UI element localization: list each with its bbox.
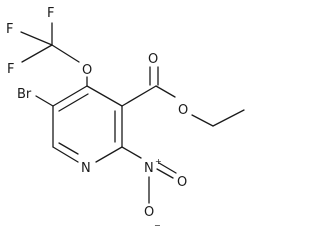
bond-cf3-f3 xyxy=(21,44,53,63)
bond-n-nitro-o1 xyxy=(158,162,177,174)
bond-c4-c5 xyxy=(52,85,88,107)
atom-o-ester: O xyxy=(178,103,188,118)
molecule-structure-diagram: F F F O Br O O N N + O O − xyxy=(6,6,245,230)
bond-c4-c5-inner xyxy=(58,93,89,112)
atom-n-ring: N xyxy=(81,161,91,176)
bond-c5-br xyxy=(35,95,54,107)
atom-o-nitro2: O xyxy=(144,205,154,220)
charge-n-nitro: + xyxy=(155,157,162,166)
atom-o-carbonyl: O xyxy=(148,52,158,67)
bond-o-ester-ch2 xyxy=(191,114,214,127)
bond-c2-n-nitro xyxy=(121,146,142,159)
charge-o-nitro2: − xyxy=(154,221,161,230)
bond-c3-cester xyxy=(121,85,157,107)
bond-c6-n1 xyxy=(52,146,79,163)
substituents xyxy=(20,22,245,204)
bond-c6-n1-inner xyxy=(58,142,79,155)
bond-ch2-ch3 xyxy=(212,109,245,127)
atom-n-nitro: N xyxy=(144,161,154,176)
bond-n1-c2 xyxy=(95,146,123,163)
bond-o-ether-cf3 xyxy=(51,44,80,63)
atom-o-nitro1: O xyxy=(177,175,187,190)
bond-n-nitro-o1-2 xyxy=(156,168,174,179)
atom-f3: F xyxy=(7,62,14,77)
atom-br: Br xyxy=(17,87,32,102)
atom-f1: F xyxy=(47,6,54,21)
atom-labels: F F F O Br O O N N + O O − xyxy=(6,6,188,230)
pyridine-ring xyxy=(52,85,123,163)
bond-c3-c4 xyxy=(86,85,123,107)
bond-cester-o-ester xyxy=(155,85,176,98)
atom-f2: F xyxy=(6,22,13,37)
bond-cf3-f2 xyxy=(20,31,53,46)
atom-o-ether: O xyxy=(82,63,92,78)
